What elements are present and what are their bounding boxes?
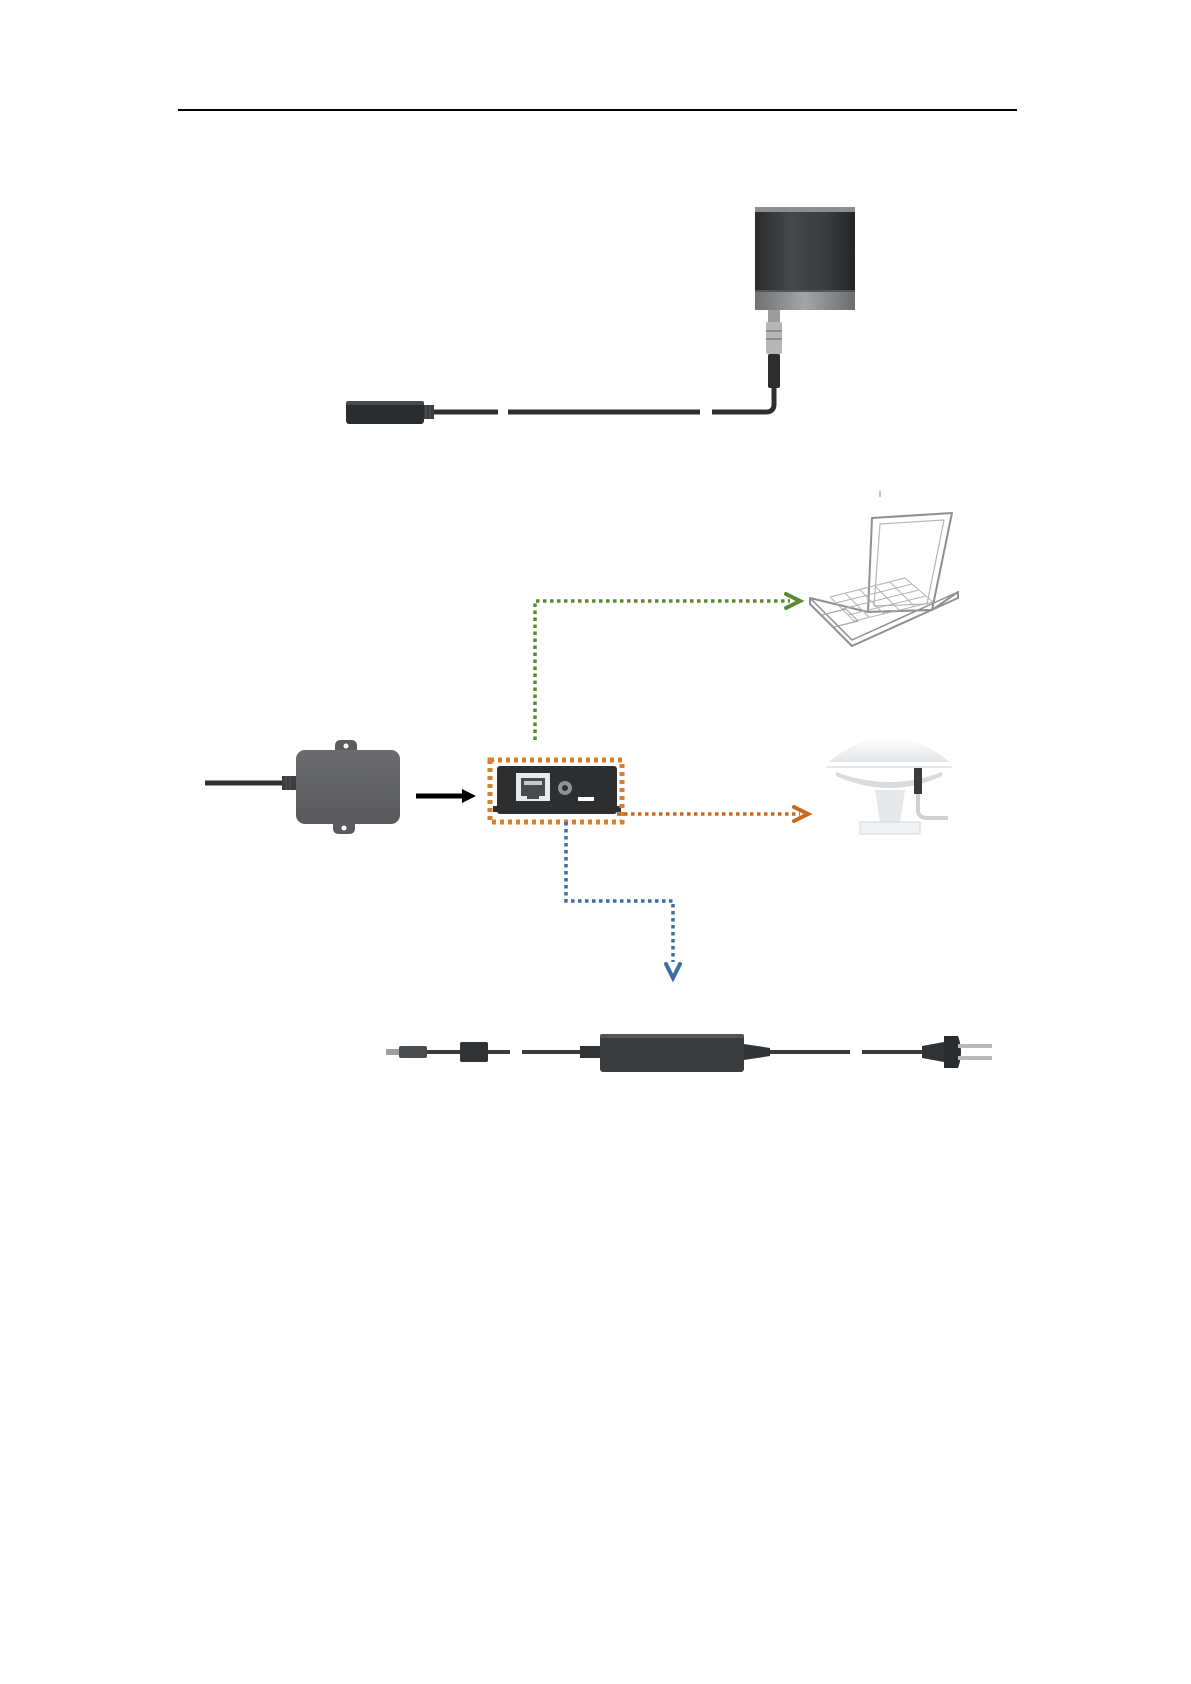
cable-icon <box>424 388 774 412</box>
solid-arrow <box>416 789 476 803</box>
power-connection <box>566 822 673 962</box>
laptop-connection <box>535 601 790 740</box>
power-arrowhead <box>666 964 680 978</box>
gps-arrowhead <box>794 807 808 821</box>
junction-box-icon <box>205 740 400 834</box>
laptop-icon <box>810 513 958 646</box>
power-adapter-icon <box>386 1034 992 1072</box>
gps-antenna-icon <box>826 737 952 834</box>
lidar-sensor-icon <box>755 207 855 388</box>
connector-icon <box>346 401 434 424</box>
interface-module-icon <box>493 766 621 814</box>
